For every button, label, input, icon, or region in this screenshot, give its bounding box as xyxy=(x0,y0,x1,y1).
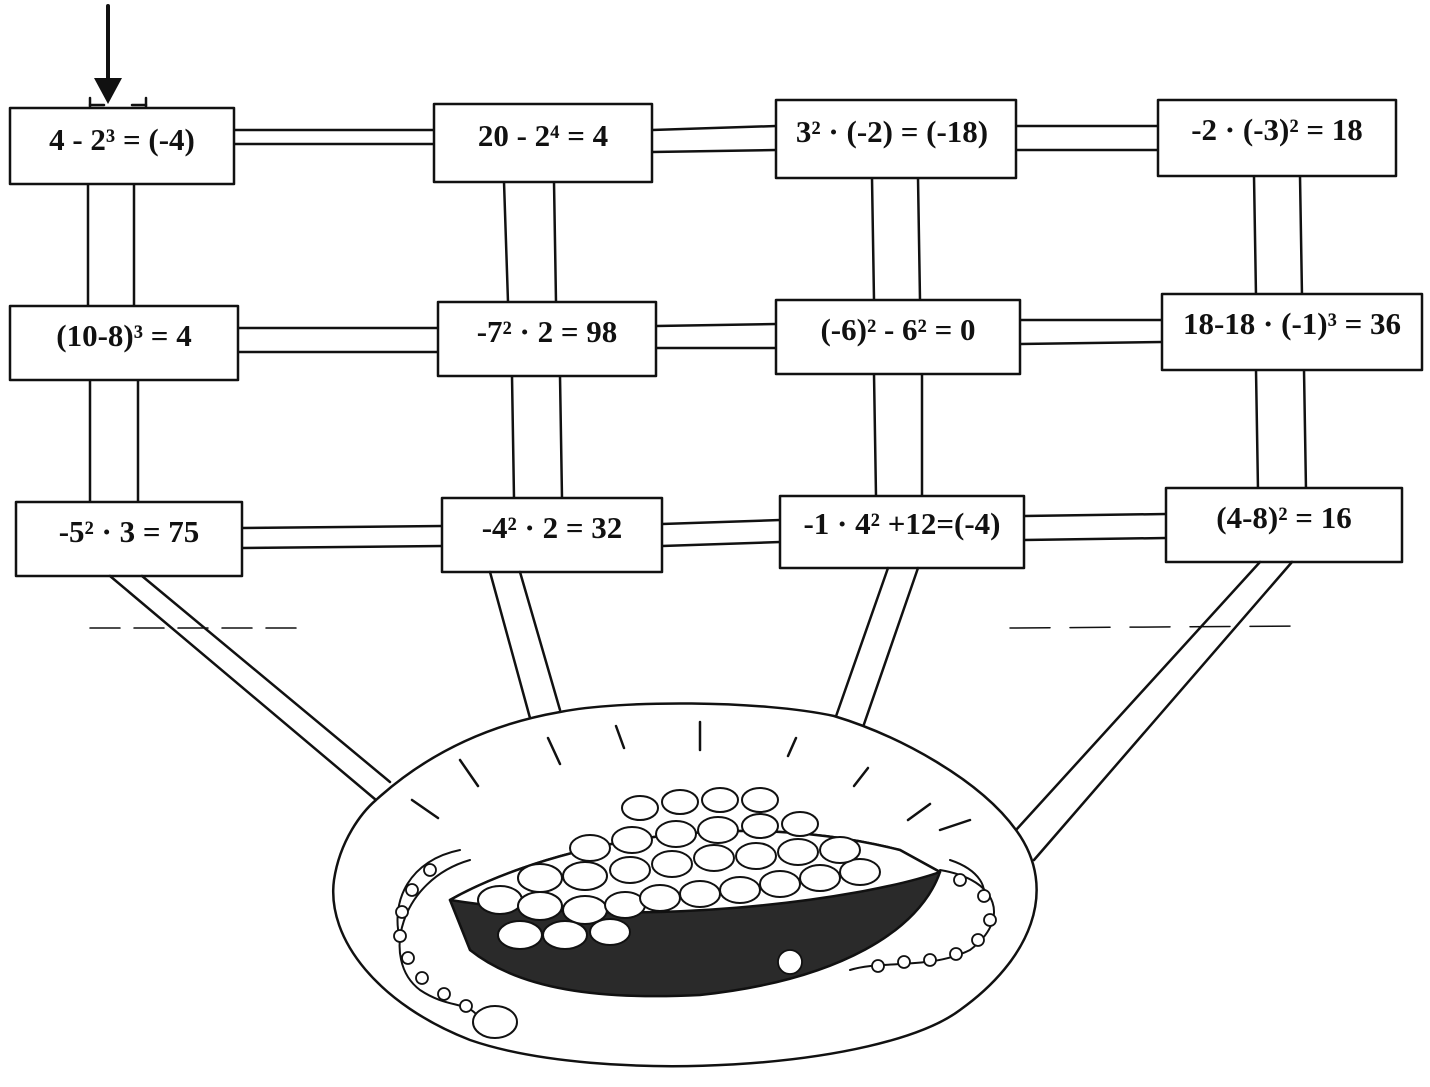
label-r1c4: -2 · (-3)² = 18 xyxy=(1191,112,1363,147)
label-r3c1: -5² · 3 = 75 xyxy=(59,514,200,549)
corridors-row-2 xyxy=(236,318,1164,354)
box-r2c3 xyxy=(774,298,1022,376)
label-r1c3: 3² · (-2) = (-18) xyxy=(796,114,988,149)
box-r3c1 xyxy=(14,500,244,578)
treasure-paths xyxy=(108,560,1294,862)
box-r1c2 xyxy=(432,102,654,184)
label-r3c4: (4-8)² = 16 xyxy=(1216,500,1351,535)
corridors-col-3 xyxy=(870,176,924,498)
label-r3c3: -1 · 4² +12=(-4) xyxy=(803,506,1000,541)
label-r1c1: 4 - 2³ = (-4) xyxy=(49,122,195,157)
box-r1c3 xyxy=(774,98,1018,180)
label-r3c2: -4² · 2 = 32 xyxy=(482,510,623,545)
maze-labels: 4 - 2³ = (-4) 20 - 2⁴ = 4 3² · (-2) = (-… xyxy=(49,112,1401,549)
label-r1c2: 20 - 2⁴ = 4 xyxy=(478,118,608,153)
box-r3c4 xyxy=(1164,486,1404,564)
corridors-row-3 xyxy=(240,512,1168,550)
start-arrow-icon xyxy=(88,4,148,114)
corridors-col-1 xyxy=(86,182,140,504)
box-r1c1 xyxy=(8,106,236,186)
box-r2c4 xyxy=(1160,292,1424,372)
treasure-pile-icon xyxy=(393,787,997,1039)
label-r2c1: (10-8)³ = 4 xyxy=(56,318,191,353)
box-r3c2 xyxy=(440,496,664,574)
box-r2c1 xyxy=(8,304,240,382)
maze-boxes xyxy=(8,98,1424,578)
corridors-col-2 xyxy=(502,180,564,500)
label-r2c2: -7² · 2 = 98 xyxy=(477,314,618,349)
corridors-row-1 xyxy=(232,124,1160,154)
box-r1c4 xyxy=(1156,98,1398,178)
label-r2c4: 18-18 · (-1)³ = 36 xyxy=(1183,306,1401,341)
label-r2c3: (-6)² - 6² = 0 xyxy=(820,312,975,347)
box-r3c3 xyxy=(778,494,1026,570)
corridors-col-4 xyxy=(1252,174,1308,492)
box-r2c2 xyxy=(436,300,658,378)
